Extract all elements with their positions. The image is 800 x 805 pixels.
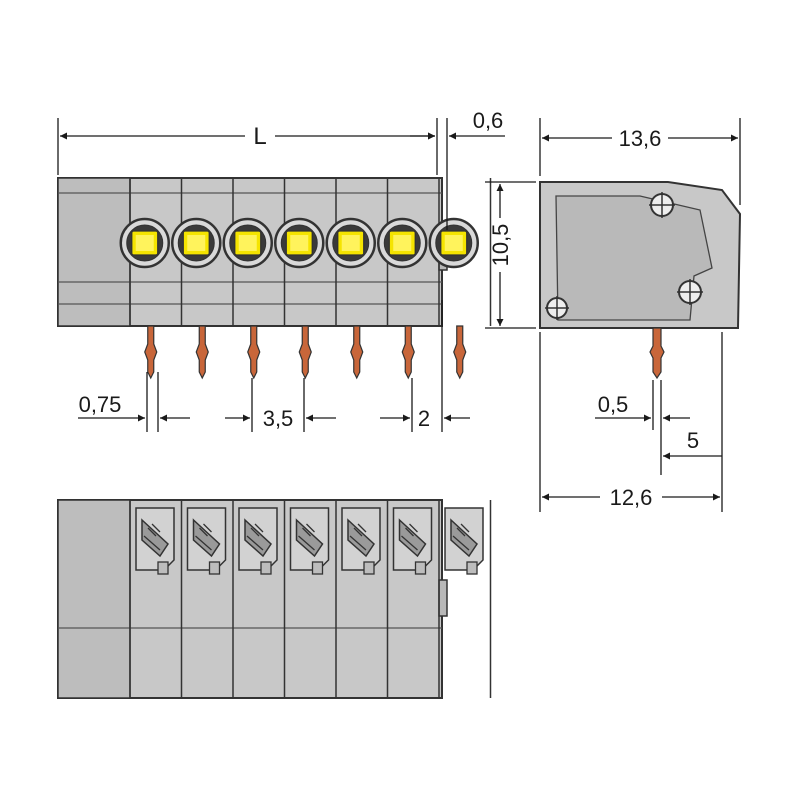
rear-pole (129, 500, 175, 698)
solder-pin (453, 325, 467, 380)
side-pin (649, 327, 665, 380)
solder-pin (298, 325, 312, 380)
dim-label-side-pin-width: 0,5 (598, 392, 629, 417)
front-pole (222, 178, 273, 380)
solder-pin (247, 325, 261, 380)
push-button-highlight (393, 235, 412, 251)
release-tab (466, 561, 478, 575)
clamp-hatching (298, 523, 315, 551)
push-button-highlight (135, 235, 154, 251)
rear-end-block (57, 499, 131, 699)
solder-pin (195, 325, 209, 380)
dim-label-footprint-depth: 12,6 (610, 485, 653, 510)
push-button-highlight (444, 235, 463, 251)
clamp-hatching (401, 523, 418, 551)
front-pole (171, 178, 222, 380)
dim-label-edge-offset: 0,6 (473, 108, 504, 133)
release-tab (260, 561, 272, 575)
dim-label-depth: 13,6 (619, 126, 662, 151)
rear-side-latch (438, 579, 448, 617)
dimension-lines (57, 118, 741, 512)
side-view (539, 181, 742, 380)
dim-label-pitch: 3,5 (263, 406, 294, 431)
front-pole (119, 178, 170, 380)
rear-pole (232, 500, 278, 698)
front-pole (428, 178, 479, 380)
side-hole-top (649, 192, 675, 218)
release-tab (363, 561, 375, 575)
rear-poles (129, 500, 492, 698)
dim-label-pin-offset: 2 (418, 406, 430, 431)
front-pole (274, 178, 325, 380)
front-pole (325, 178, 376, 380)
release-tab (157, 561, 169, 575)
rear-pole (438, 500, 484, 698)
clamp-hatching (349, 523, 367, 551)
dim-label-length: L (253, 123, 266, 150)
solder-pin (401, 325, 415, 380)
dim-label-pin-width: 0,75 (79, 392, 122, 417)
front-end-block (57, 177, 131, 327)
front-poles (119, 178, 492, 380)
dim-label-side-pin-offset: 5 (687, 428, 699, 453)
rear-pole (335, 500, 381, 698)
rear-pole (386, 500, 433, 698)
clamp-hatching (195, 523, 212, 551)
front-pole (377, 178, 428, 380)
clamp-hatching (246, 523, 264, 551)
release-tab (208, 561, 221, 575)
push-button-highlight (290, 235, 309, 251)
rear-pole (180, 500, 227, 698)
release-tab (414, 561, 427, 575)
dim-label-height: 10,5 (488, 224, 513, 267)
side-hole-right (677, 279, 703, 305)
push-button-highlight (187, 235, 206, 251)
push-button-highlight (341, 235, 360, 251)
clamp-hatching (452, 523, 470, 551)
push-button-highlight (238, 235, 257, 251)
side-hole-left (545, 296, 569, 320)
release-tab (311, 561, 324, 575)
rear-pole (283, 500, 330, 698)
solder-pin (350, 325, 364, 380)
clamp-hatching (143, 523, 161, 551)
front-view (57, 177, 492, 380)
rear-view (57, 499, 492, 699)
side-recess (555, 195, 713, 321)
solder-pin (144, 325, 158, 380)
